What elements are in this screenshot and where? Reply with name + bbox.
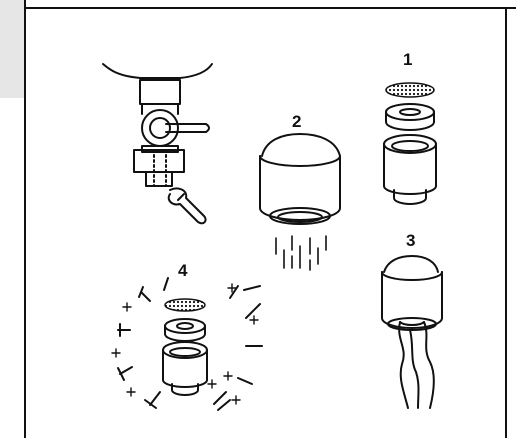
step-1-label: 1 [403, 50, 413, 69]
aerator-cloth-cleaning-illustration [381, 255, 443, 409]
step-4-label: 4 [178, 261, 188, 280]
aerator-clean-reassembly-illustration [111, 277, 263, 411]
step-2-label: 2 [292, 112, 302, 131]
aerator-parts-illustration [383, 82, 437, 205]
aerator-water-flow-illustration [259, 133, 341, 271]
side-tab [0, 0, 24, 98]
faucet-wrench-illustration [102, 63, 213, 225]
step-3-label: 3 [406, 231, 416, 250]
